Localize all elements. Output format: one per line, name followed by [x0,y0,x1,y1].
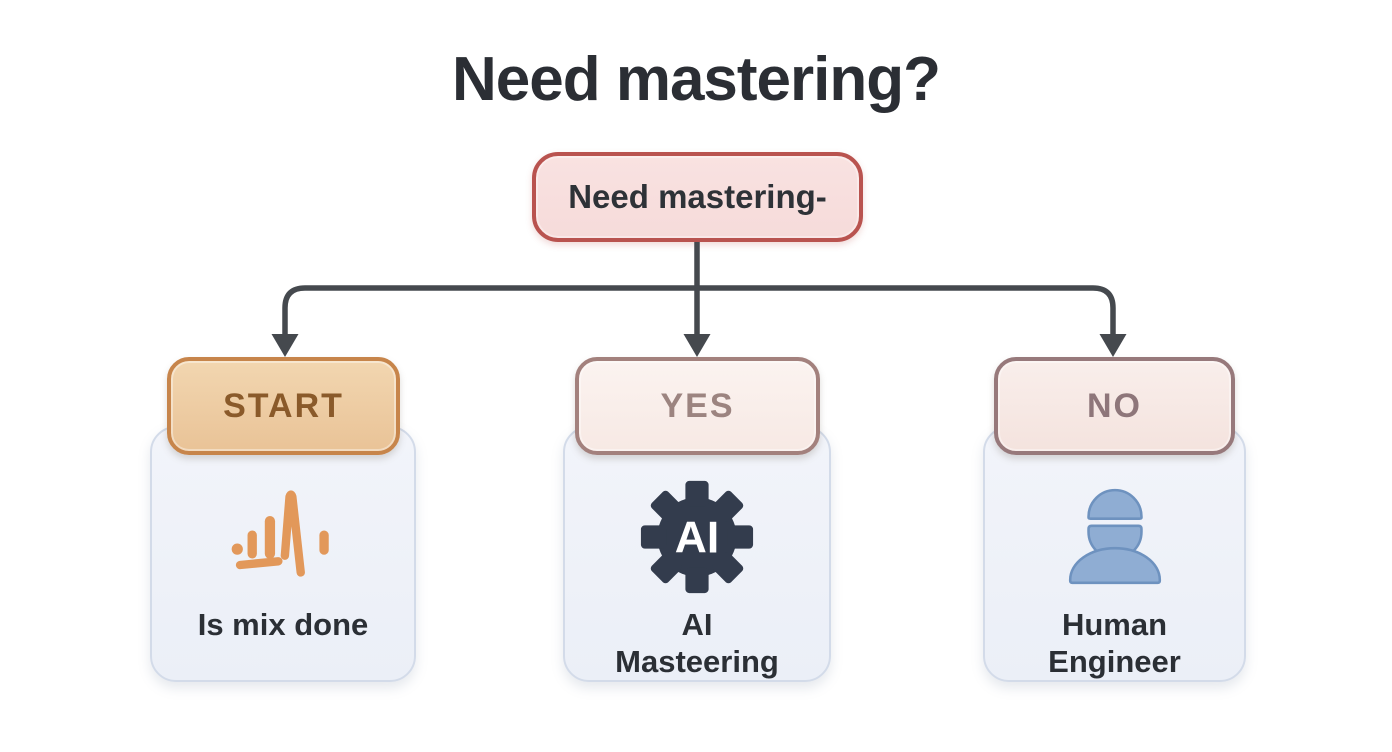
arrowhead-right [1099,334,1127,357]
badge-yes-label: YES [660,386,735,425]
waveform-icon [227,476,339,598]
ai-gear-icon: AI [639,476,755,598]
badge-yes: YES [575,357,820,455]
badge-no: NO [994,357,1235,455]
human-icon [1063,476,1167,598]
root-node-need-mastering: Need mastering- [532,152,863,242]
badge-start-label: START [223,386,344,425]
caption-is-mix-done: Is mix done [197,607,369,642]
badge-no-label: NO [1087,386,1142,425]
ai-gear-icon-label: AI [675,513,719,562]
arrowhead-center [683,334,711,357]
page-title: Need mastering? [451,45,941,114]
card-is-mix-done: Is mix done [150,426,416,682]
root-node-label: Need mastering- [568,178,827,215]
badge-start: START [167,357,400,455]
arrowhead-left [271,334,299,357]
